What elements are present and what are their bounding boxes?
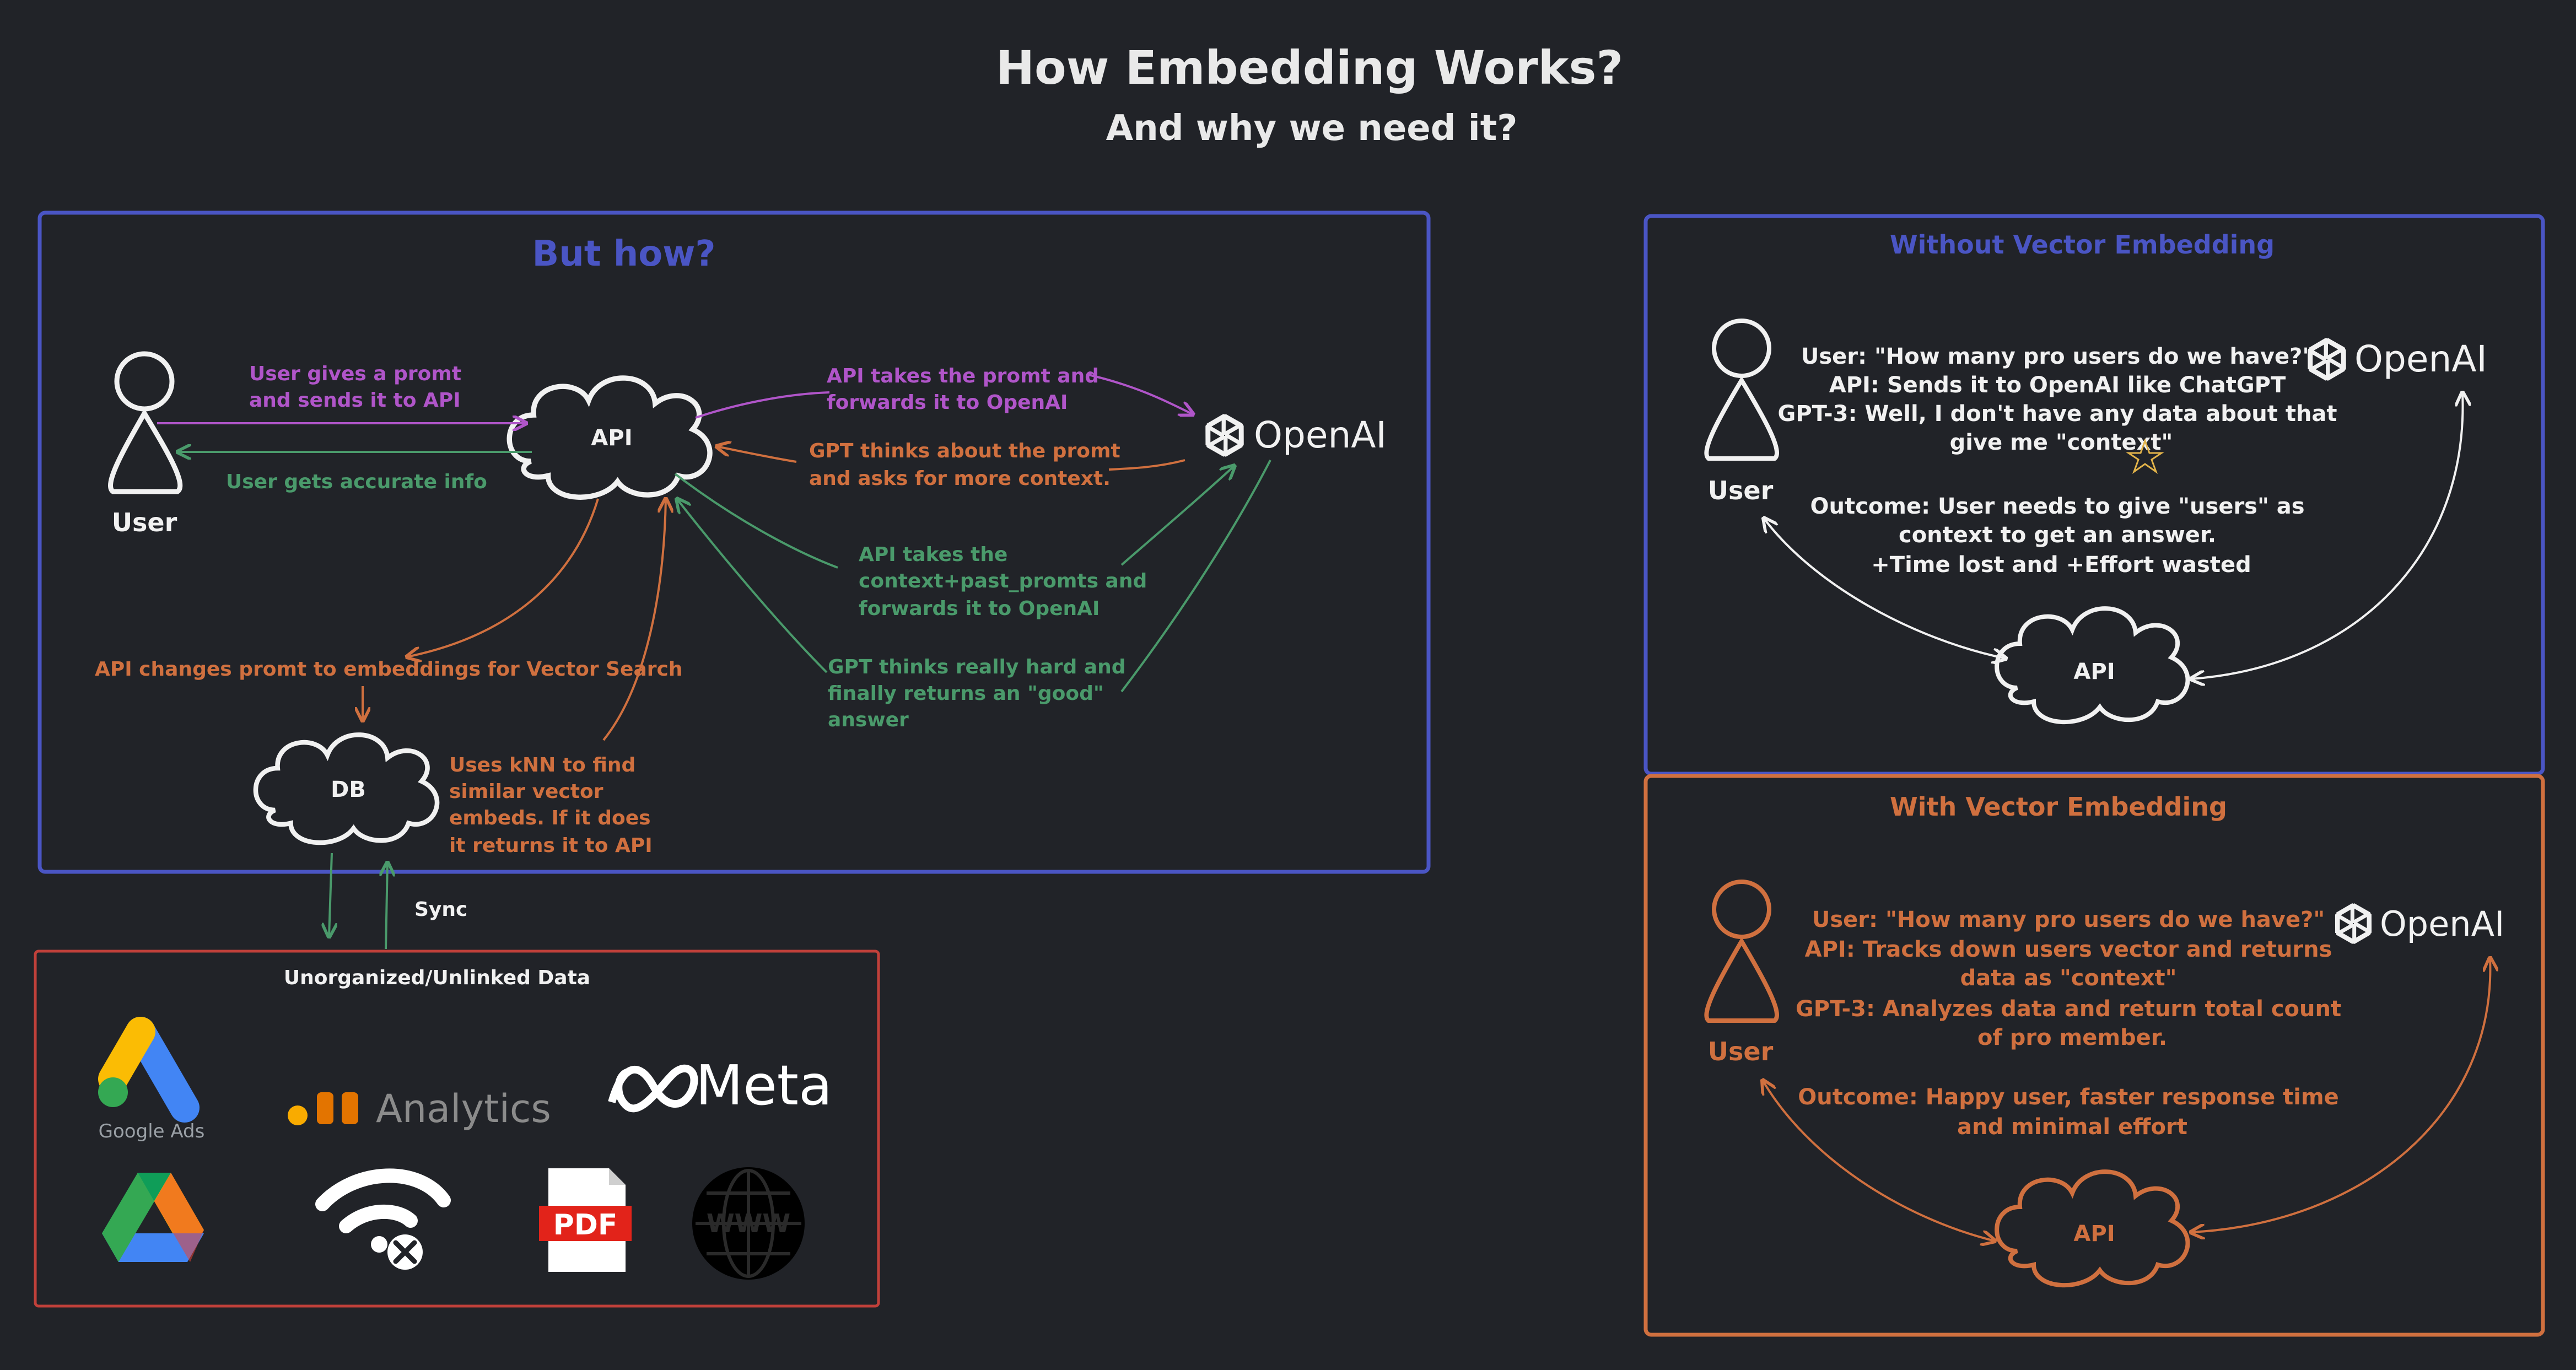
without-outcome: Outcome: User needs to give "users" as c…: [1810, 494, 2313, 578]
step-api-context: API takes the context+past_promts and fo…: [859, 543, 1154, 620]
without-dialogue: User: "How many pro users do we have?" A…: [1778, 344, 2345, 455]
without-panel-title: Without Vector Embedding: [1890, 230, 2275, 260]
openai-logo-main: OpenAI: [1199, 412, 1387, 460]
user-figure-without: [1704, 319, 1779, 461]
arrow-without-api-to-user: [1764, 518, 2006, 659]
with-dialogue: User: "How many pro users do we have?" A…: [1796, 907, 2349, 1050]
api-label-without: API: [2073, 659, 2115, 684]
openai-logo-without: OpenAI: [2302, 336, 2487, 384]
pdf-label: PDF: [553, 1209, 618, 1242]
sparkle-icon: [2126, 438, 2164, 474]
meta-icon: Meta: [608, 1053, 832, 1118]
pdf-icon: PDF: [539, 1168, 632, 1272]
arrow-data-sync-to-db: [386, 862, 387, 950]
arrow-openai-answer-to-api: [677, 460, 1271, 693]
db-label: DB: [331, 777, 366, 802]
main-panel-title: But how?: [532, 234, 716, 274]
analytics-label: Analytics: [376, 1086, 551, 1131]
user-label-without: User: [1708, 476, 1774, 505]
api-label-with: API: [2073, 1221, 2115, 1247]
user-figure-with: [1704, 880, 1779, 1023]
arrow-db-to-data: [329, 853, 332, 937]
arrow-api-to-embeddings: [407, 498, 599, 657]
sync-label: Sync: [414, 898, 467, 921]
arrow-openai-to-api: [716, 446, 1185, 471]
page-subtitle: And why we need it?: [1106, 108, 1518, 149]
without-panel-frame: [1643, 214, 2545, 776]
arrow-api-to-openai: [695, 374, 1193, 418]
with-panel-frame: [1643, 774, 2545, 1337]
google-ads-label: Google Ads: [99, 1120, 205, 1142]
step-user-prompt: User gives a promt and sends it to API: [249, 363, 468, 412]
arrow-api-context-to-openai: [674, 466, 1235, 569]
meta-label: Meta: [696, 1053, 832, 1118]
user-label-with: User: [1708, 1037, 1774, 1066]
step-user-info: User gets accurate info: [226, 471, 487, 493]
openai-logo-with: OpenAI: [2330, 901, 2504, 946]
wifi-off-icon: [315, 1168, 451, 1270]
main-panel-frame: [37, 211, 1431, 874]
step-embeddings: API changes promt to embeddings for Vect…: [95, 658, 682, 681]
www-label: WWW: [707, 1209, 790, 1238]
openai-wordmark-main: OpenAI: [1254, 414, 1387, 456]
with-panel-title: With Vector Embedding: [1890, 792, 2227, 822]
arrow-db-to-api: [602, 499, 666, 741]
step-api-forward: API takes the promt and forwards it to O…: [827, 365, 1106, 414]
data-panel-title: Unorganized/Unlinked Data: [284, 967, 590, 989]
page-title: How Embedding Works?: [996, 41, 1623, 95]
google-drive-icon: [102, 1173, 204, 1262]
arrow-with-api-to-user: [1763, 1080, 1995, 1241]
arrow-without-api-to-openai: [2191, 392, 2463, 679]
api-label-main: API: [591, 425, 632, 451]
with-outcome: Outcome: Happy user, faster response tim…: [1798, 1085, 2346, 1140]
arrow-with-api-to-openai: [2191, 958, 2490, 1232]
step-gpt-answer: GPT thinks really hard and finally retur…: [828, 656, 1133, 731]
step-gpt-context: GPT thinks about the promt and asks for …: [809, 440, 1127, 490]
user-figure-main: [108, 351, 183, 494]
openai-wordmark-without: OpenAI: [2354, 338, 2487, 380]
data-panel-frame: [34, 950, 880, 1308]
google-ads-icon: Google Ads: [98, 1017, 205, 1142]
analytics-icon: Analytics: [288, 1086, 551, 1131]
step-knn: Uses kNN to find similar vector embeds. …: [449, 754, 658, 857]
openai-wordmark-with: OpenAI: [2380, 904, 2504, 944]
user-label-main: User: [112, 508, 177, 537]
www-globe-icon: WWW: [692, 1167, 805, 1280]
